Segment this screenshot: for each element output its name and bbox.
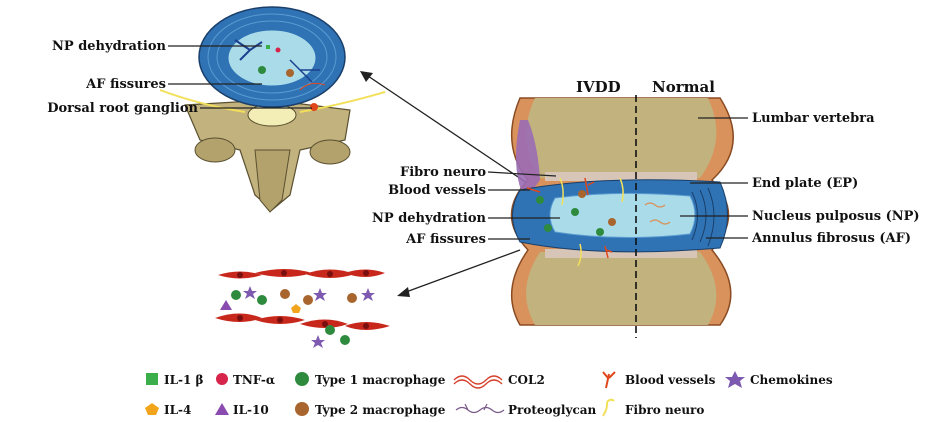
- inset-chemokine-1: [243, 286, 257, 299]
- inset-chemokine-3: [361, 288, 375, 301]
- arrow-to-axial: [360, 71, 531, 186]
- macrophage-1: [258, 66, 266, 74]
- inset-m2-2: [303, 295, 313, 305]
- legend-blood-vessels-label: Blood vessels: [625, 373, 716, 387]
- label-fibro-neuro: Fibro neuro: [400, 165, 486, 180]
- cell-row-top: [218, 269, 385, 279]
- label-np-dehydration-mid: NP dehydration: [372, 211, 487, 226]
- upper-vertebral-body: [526, 98, 717, 178]
- legend: IL-1 β TNF-α Type 1 macrophage COL2 Bloo…: [145, 371, 833, 417]
- nerve-root-left: [159, 89, 246, 113]
- sagittal-right-labels: Lumbar vertebra End plate (EP) Nucleus p…: [680, 111, 920, 246]
- label-end-plate: End plate (EP): [752, 176, 858, 191]
- axial-vessel: [299, 82, 326, 91]
- disc-macrophage-4: [596, 228, 604, 236]
- sagittal-segment: [510, 95, 734, 338]
- legend-chemokines-label: Chemokines: [750, 373, 833, 387]
- inset-m2-1: [280, 289, 290, 299]
- macrophage-2: [286, 69, 294, 77]
- il1b-dot: [266, 45, 270, 49]
- legend-proteoglycan-icon: [455, 403, 505, 414]
- nucleus-pulposus-axial: [227, 29, 317, 87]
- label-np-dehydration-top: NP dehydration: [52, 39, 167, 54]
- label-annulus-fibrosus: Annulus fibrosus (AF): [751, 231, 911, 246]
- inset-il10: [220, 300, 232, 310]
- inset-chemokine-4: [311, 335, 325, 348]
- inset-il4: [291, 304, 301, 313]
- legend-proteoglycan-label: Proteoglycan: [508, 403, 597, 417]
- legend-il10-icon: [215, 403, 229, 415]
- disc-macrophage-5: [578, 190, 586, 198]
- spinous-process: [254, 149, 291, 213]
- end-plate-lower: [545, 249, 697, 258]
- fissure-2: [289, 59, 320, 83]
- facet-right: [309, 139, 351, 165]
- legend-blood-vessels-icon: [602, 371, 616, 389]
- disc-macrophage-1: [536, 196, 544, 204]
- legend-fibro-neuro-label: Fibro neuro: [625, 403, 704, 417]
- sagittal-left-labels: Fibro neuro Blood vessels NP dehydration…: [372, 165, 560, 247]
- header-normal: Normal: [652, 78, 715, 96]
- disc-macrophage-6: [608, 218, 616, 226]
- disc-vessel-1: [584, 177, 595, 196]
- label-blood-vessels-mid: Blood vessels: [388, 183, 486, 198]
- disc-macrophage-2: [544, 224, 552, 232]
- disc-macrophage-3: [571, 208, 579, 216]
- disc-nerve-1: [559, 177, 564, 206]
- legend-type1-macrophage-icon: [295, 372, 309, 386]
- header-ivdd: IVDD: [576, 78, 621, 96]
- label-af-fissures-mid: AF fissures: [405, 232, 486, 247]
- leader-fibro-neuro: [487, 171, 557, 177]
- inset-m1-4: [340, 335, 350, 345]
- inset-m1-2: [257, 295, 267, 305]
- annulus-ring-1: [207, 13, 337, 101]
- cell-row-bottom: [215, 313, 390, 330]
- legend-type1-macrophage-label: Type 1 macrophage: [315, 373, 446, 387]
- legend-type2-macrophage-label: Type 2 macrophage: [315, 403, 446, 417]
- legend-il1b-icon: [146, 373, 158, 385]
- inset-m1-1: [231, 290, 241, 300]
- inflammation-inset: [215, 269, 390, 348]
- proteoglycan-squiggle: [644, 202, 671, 225]
- inset-m2-3: [347, 293, 357, 303]
- tnfa-dot: [275, 47, 281, 53]
- drg-dot: [310, 103, 318, 111]
- legend-type2-macrophage-icon: [295, 402, 309, 416]
- annulus-ring-2: [216, 20, 328, 94]
- legend-il4-label: IL-4: [164, 403, 191, 417]
- disc-vessel-3: [526, 187, 541, 193]
- degenerate-cortex: [516, 120, 540, 200]
- legend-col2-label: COL2: [508, 373, 545, 387]
- legend-fibro-neuro-icon: [602, 398, 615, 417]
- legend-col2-icon: [453, 375, 503, 389]
- label-nucleus-pulposus: Nucleus pulposus (NP): [752, 209, 920, 224]
- legend-il1b-label: IL-1 β: [164, 373, 204, 387]
- inset-m1-3: [325, 325, 335, 335]
- label-lumbar-vertebra: Lumbar vertebra: [752, 111, 875, 126]
- end-plate-upper: [545, 172, 697, 181]
- disc-vessel-2: [604, 245, 613, 259]
- facet-left: [194, 137, 236, 163]
- inset-chemokine-2: [313, 288, 327, 301]
- disc-nerve-3: [577, 243, 582, 267]
- lower-vertebral-body: [526, 252, 717, 325]
- axial-labels: NP dehydration AF fissures Dorsal root g…: [47, 39, 312, 116]
- nucleus-pulposus-sagittal: [549, 192, 696, 239]
- legend-tnfa-label: TNF-α: [233, 373, 275, 387]
- arrow-to-inset: [397, 249, 521, 297]
- axial-vertebra-view: [159, 6, 386, 213]
- label-af-fissures-top: AF fissures: [85, 77, 166, 92]
- disc-nerve-2: [619, 177, 624, 203]
- nerve-root-right: [299, 91, 386, 113]
- legend-chemokines-icon: [725, 371, 745, 388]
- label-dorsal-root-ganglion: Dorsal root ganglion: [47, 101, 198, 116]
- legend-il10-label: IL-10: [233, 403, 269, 417]
- legend-il4-icon: [145, 403, 159, 415]
- legend-tnfa-icon: [216, 373, 228, 385]
